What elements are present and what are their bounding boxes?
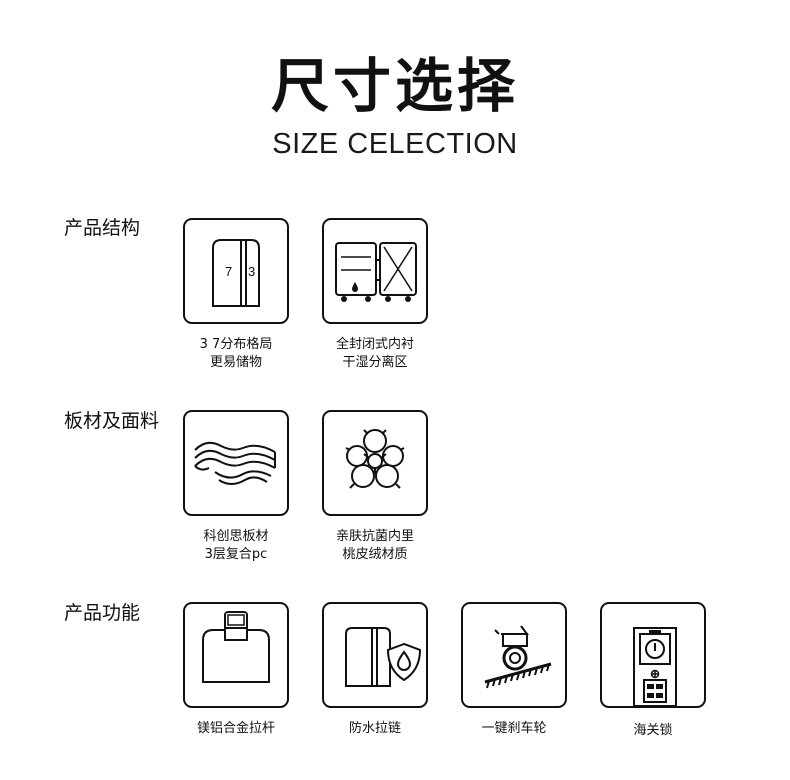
- feature-caption-brake: 一键刹车轮: [481, 721, 547, 736]
- section-label-function: 产品功能: [64, 602, 141, 624]
- feature-card-lining: [322, 218, 428, 324]
- feature-caption-zipper: 防水拉链: [348, 721, 401, 736]
- waterproof-zipper-icon: [345, 627, 422, 687]
- layered-sheets-icon: [194, 441, 276, 485]
- page-title: 尺寸选择: [270, 52, 519, 120]
- trolley-handle-icon: [202, 611, 270, 683]
- compartment-digit-right: 3: [248, 264, 255, 279]
- customs-lock-icon: [633, 627, 677, 706]
- feature-caption-handle: 镁铝合金拉杆: [196, 721, 275, 736]
- section-label-structure: 产品结构: [64, 217, 141, 239]
- feature-caption-compartment: 3 7分布格局 更易储物: [199, 337, 273, 370]
- feature-caption-sheets: 科创思板材 3层复合pc: [203, 529, 269, 562]
- feature-card-lock: [600, 602, 706, 708]
- brake-wheel-icon: [484, 625, 552, 689]
- feature-card-brake: [461, 602, 567, 708]
- section-label-material: 板材及面料: [64, 410, 160, 432]
- compartment-digit-left: 7: [225, 264, 232, 279]
- page-subtitle: SIZE CELECTION: [272, 128, 518, 160]
- split-compartment-icon: 7 3: [212, 239, 260, 307]
- open-suitcase-lining-icon: [335, 242, 417, 302]
- feature-card-sheets: [183, 410, 289, 516]
- cotton-flower-icon: [345, 429, 405, 489]
- feature-caption-lining: 全封闭式内衬 干湿分离区: [335, 337, 414, 370]
- feature-card-handle: [183, 602, 289, 708]
- feature-caption-lock: 海关锁: [633, 723, 673, 738]
- feature-card-zipper: [322, 602, 428, 708]
- feature-card-cotton: [322, 410, 428, 516]
- feature-caption-cotton: 亲肤抗菌内里 桃皮绒材质: [335, 529, 414, 562]
- feature-card-compartment: 7 3: [183, 218, 289, 324]
